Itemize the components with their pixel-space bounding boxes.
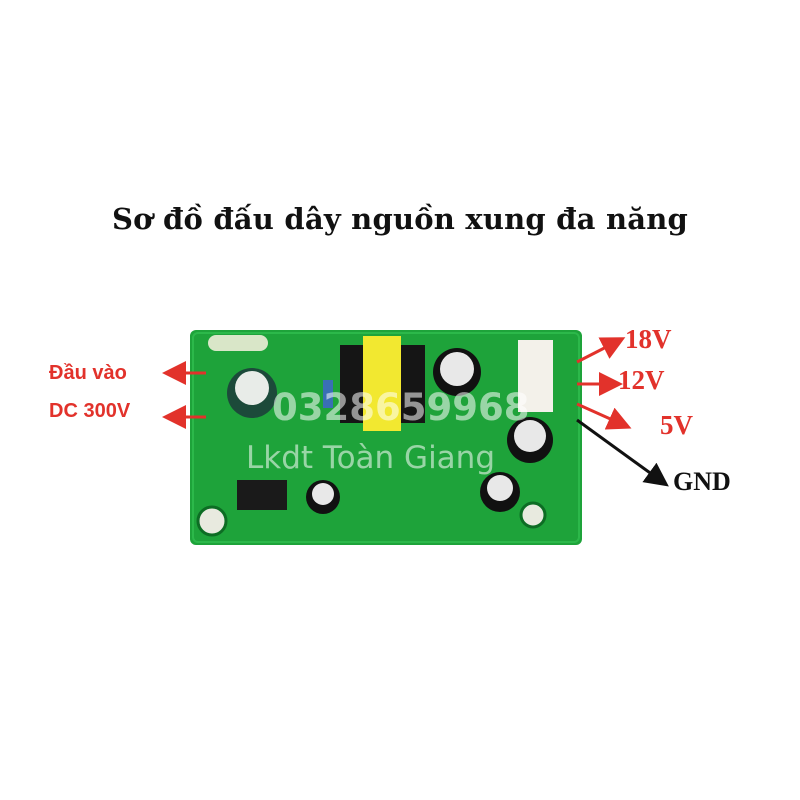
input-arrows bbox=[162, 361, 206, 429]
ic-chip bbox=[237, 480, 287, 510]
watermark-shop: Lkdt Toàn Giang bbox=[246, 440, 495, 476]
arrow-18v bbox=[576, 337, 626, 364]
output-gnd-label: GND bbox=[673, 467, 731, 496]
fuse bbox=[208, 335, 268, 351]
output-18v-label: 18V bbox=[625, 324, 672, 354]
output-connector bbox=[518, 340, 553, 412]
arrow-5v bbox=[576, 402, 632, 430]
pcb-board: 0328659968 Lkdt Toàn Giang bbox=[190, 330, 582, 545]
input-label-line1: Đầu vào bbox=[49, 362, 127, 384]
input-label-line2: DC 300V bbox=[49, 400, 131, 422]
diagram-title: Sơ đồ đấu dây nguồn xung đa năng bbox=[112, 202, 688, 236]
output-arrows bbox=[576, 337, 669, 487]
arrow-gnd bbox=[576, 418, 669, 487]
output-5v-label: 5V bbox=[660, 410, 693, 440]
watermark-phone: 0328659968 bbox=[272, 386, 529, 429]
output-12v-label: 12V bbox=[618, 365, 665, 395]
